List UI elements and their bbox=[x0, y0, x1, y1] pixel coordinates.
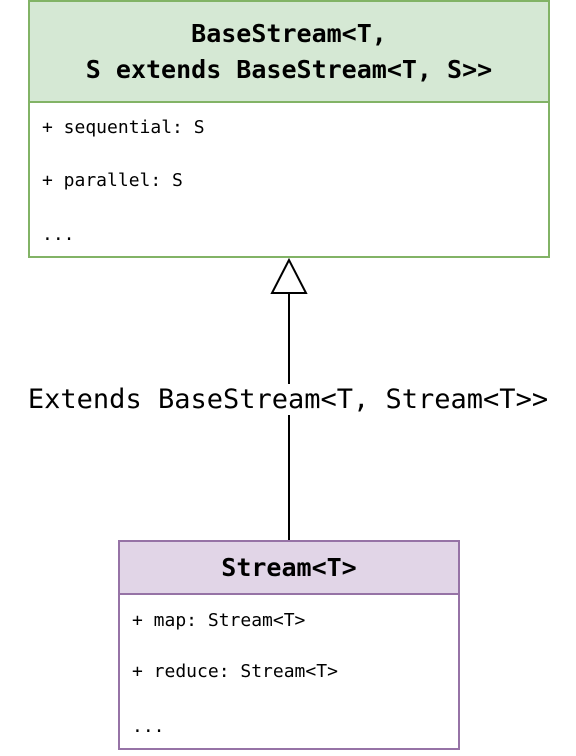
stream-class[interactable]: Stream<T> + map: Stream<T> + reduce: Str… bbox=[118, 540, 460, 750]
member-reduce: + reduce: Stream<T> bbox=[132, 661, 338, 682]
stream-class-header: Stream<T> bbox=[120, 542, 458, 595]
relation-label: Extends BaseStream<T, Stream<T>> bbox=[0, 380, 576, 420]
member-parallel: + parallel: S bbox=[42, 170, 183, 191]
base-stream-title-line1: BaseStream<T, bbox=[191, 18, 387, 48]
stream-title: Stream<T> bbox=[221, 553, 357, 582]
generalization-arrowhead bbox=[270, 257, 308, 294]
member-sequential: + sequential: S bbox=[42, 117, 205, 138]
base-stream-title-line2: S extends BaseStream<T, S>> bbox=[85, 54, 493, 84]
member-ellipsis: ... bbox=[132, 716, 165, 737]
relation-label-text: Extends BaseStream<T, Stream<T>> bbox=[25, 384, 551, 415]
base-stream-class-header: BaseStream<T, S extends BaseStream<T, S>… bbox=[30, 2, 548, 103]
member-ellipsis: ... bbox=[42, 224, 75, 245]
base-stream-class[interactable]: BaseStream<T, S extends BaseStream<T, S>… bbox=[28, 0, 550, 258]
member-map: + map: Stream<T> bbox=[132, 610, 306, 631]
